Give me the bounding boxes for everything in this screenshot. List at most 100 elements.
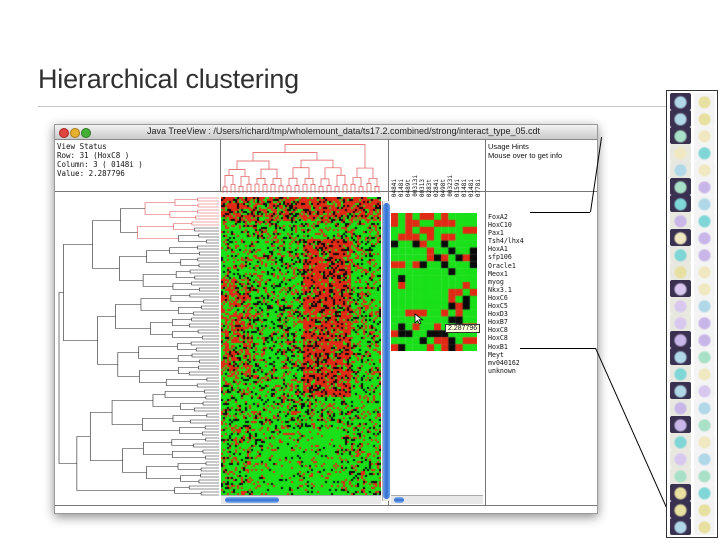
- embryo-thumbnail: [694, 280, 715, 297]
- zoom-horizontal-scrollbar[interactable]: [391, 495, 483, 504]
- row-label[interactable]: unknown: [488, 366, 516, 375]
- embryo-thumbnail: [694, 433, 715, 450]
- minimize-button[interactable]: [70, 128, 80, 138]
- row-label[interactable]: HoxC8: [488, 326, 508, 335]
- embryo-thumbnail: [670, 416, 691, 433]
- row-label[interactable]: HoxC10: [488, 221, 512, 230]
- embryo-image-strip: [666, 90, 718, 538]
- embryo-thumbnail: [670, 93, 691, 110]
- embryo-thumbnail: [694, 416, 715, 433]
- close-button[interactable]: [59, 128, 69, 138]
- row-label[interactable]: Oracle1: [488, 261, 516, 270]
- row-label[interactable]: HoxA1: [488, 245, 508, 254]
- row-label[interactable]: HoxC8: [488, 334, 508, 343]
- embryo-thumbnail: [670, 314, 691, 331]
- embryo-thumbnail: [670, 450, 691, 467]
- callout-line-top-horizontal: [530, 212, 590, 213]
- embryo-thumbnail: [694, 263, 715, 280]
- column-dendrogram[interactable]: [221, 141, 381, 193]
- slide-title: Hierarchical clustering: [38, 64, 299, 94]
- column-label: 0283t: [426, 178, 433, 197]
- embryo-thumbnail: [670, 246, 691, 263]
- footer-separator: [55, 505, 597, 506]
- embryo-thumbnail: [694, 467, 715, 484]
- view-status-panel: View Status Row: 31 (HoxC8 ) Column: 3 (…: [57, 142, 217, 190]
- embryo-thumbnail: [670, 433, 691, 450]
- embryo-thumbnail: [694, 331, 715, 348]
- usage-hints-text: Mouse over to get info: [488, 151, 563, 160]
- embryo-thumbnail: [694, 212, 715, 229]
- embryo-thumbnail: [694, 178, 715, 195]
- row-label[interactable]: Nkx3.1: [488, 285, 512, 294]
- global-heatmap[interactable]: [221, 197, 381, 495]
- embryo-thumbnail: [670, 263, 691, 280]
- column-label: 00313i: [412, 175, 419, 197]
- zoom-view-separator[interactable]: [485, 139, 486, 505]
- treeview-window: Java TreeView : /Users/richard/tmp/whole…: [54, 124, 598, 514]
- embryo-thumbnail: [670, 399, 691, 416]
- embryo-thumbnail: [694, 161, 715, 178]
- embryo-thumbnail: [670, 178, 691, 195]
- window-title: Java TreeView : /Users/richard/tmp/whole…: [147, 126, 541, 136]
- embryo-thumbnail: [670, 110, 691, 127]
- column-label: 0284i: [433, 178, 440, 197]
- embryo-thumbnail: [694, 127, 715, 144]
- zoom-button[interactable]: [81, 128, 91, 138]
- embryo-thumbnail: [694, 348, 715, 365]
- row-label[interactable]: HoxB1: [488, 342, 508, 351]
- row-label[interactable]: Tsh4/lhx4: [488, 237, 524, 246]
- embryo-thumbnail: [694, 229, 715, 246]
- row-label[interactable]: Pax1: [488, 229, 504, 238]
- column-label: 0489t: [405, 178, 412, 197]
- header-separator: [55, 191, 597, 192]
- embryo-thumbnail: [694, 110, 715, 127]
- scroll-thumb[interactable]: [225, 497, 279, 503]
- global-vertical-scrollbar[interactable]: [382, 201, 390, 501]
- window-titlebar[interactable]: Java TreeView : /Users/richard/tmp/whole…: [55, 125, 597, 140]
- embryo-thumbnail: [670, 365, 691, 382]
- scroll-thumb[interactable]: [383, 203, 390, 499]
- embryo-thumbnail: [694, 314, 715, 331]
- column-label: 0148i: [398, 178, 405, 197]
- global-horizontal-scrollbar[interactable]: [221, 495, 381, 504]
- embryo-thumbnail: [694, 144, 715, 161]
- row-label[interactable]: HoxC5: [488, 302, 508, 311]
- column-label: 0498t: [440, 178, 447, 197]
- column-label: 0148i: [461, 178, 468, 197]
- embryo-thumbnail: [670, 348, 691, 365]
- column-label: 0484i: [391, 178, 398, 197]
- embryo-thumbnail: [670, 195, 691, 212]
- embryo-thumbnail: [670, 229, 691, 246]
- column-label: 0778i: [475, 178, 482, 197]
- row-label[interactable]: HoxB7: [488, 318, 508, 327]
- row-label[interactable]: HoxD3: [488, 310, 508, 319]
- usage-hints-heading: Usage Hints: [488, 142, 529, 151]
- row-label[interactable]: myog: [488, 277, 504, 286]
- embryo-thumbnail: [694, 450, 715, 467]
- column-label: 00313: [419, 178, 426, 197]
- row-label[interactable]: Meyt: [488, 350, 504, 359]
- row-label[interactable]: Meox1: [488, 269, 508, 278]
- embryo-thumbnail: [670, 161, 691, 178]
- column-label: 00323i: [447, 175, 454, 197]
- embryo-thumbnail: [670, 212, 691, 229]
- row-label[interactable]: HoxC6: [488, 293, 508, 302]
- embryo-thumbnail: [694, 399, 715, 416]
- scroll-thumb[interactable]: [394, 497, 404, 503]
- view-status-row: Row: 31 (HoxC8 ): [57, 151, 130, 160]
- embryo-thumbnail: [670, 127, 691, 144]
- embryo-thumbnail: [670, 382, 691, 399]
- title-divider: [38, 106, 670, 107]
- row-label[interactable]: sfp106: [488, 253, 512, 262]
- embryo-thumbnail: [670, 467, 691, 484]
- view-status-value: Value: 2.287796: [57, 169, 125, 178]
- callout-line-bottom: [595, 348, 673, 520]
- embryo-thumbnail: [694, 93, 715, 110]
- embryo-thumbnail: [694, 195, 715, 212]
- embryo-thumbnail: [694, 246, 715, 263]
- view-status-heading: View Status: [57, 142, 107, 151]
- row-dendrogram[interactable]: [57, 197, 219, 497]
- cursor-icon: [414, 313, 424, 325]
- row-label[interactable]: FoxA2: [488, 213, 508, 221]
- row-label[interactable]: mv040162: [488, 358, 520, 367]
